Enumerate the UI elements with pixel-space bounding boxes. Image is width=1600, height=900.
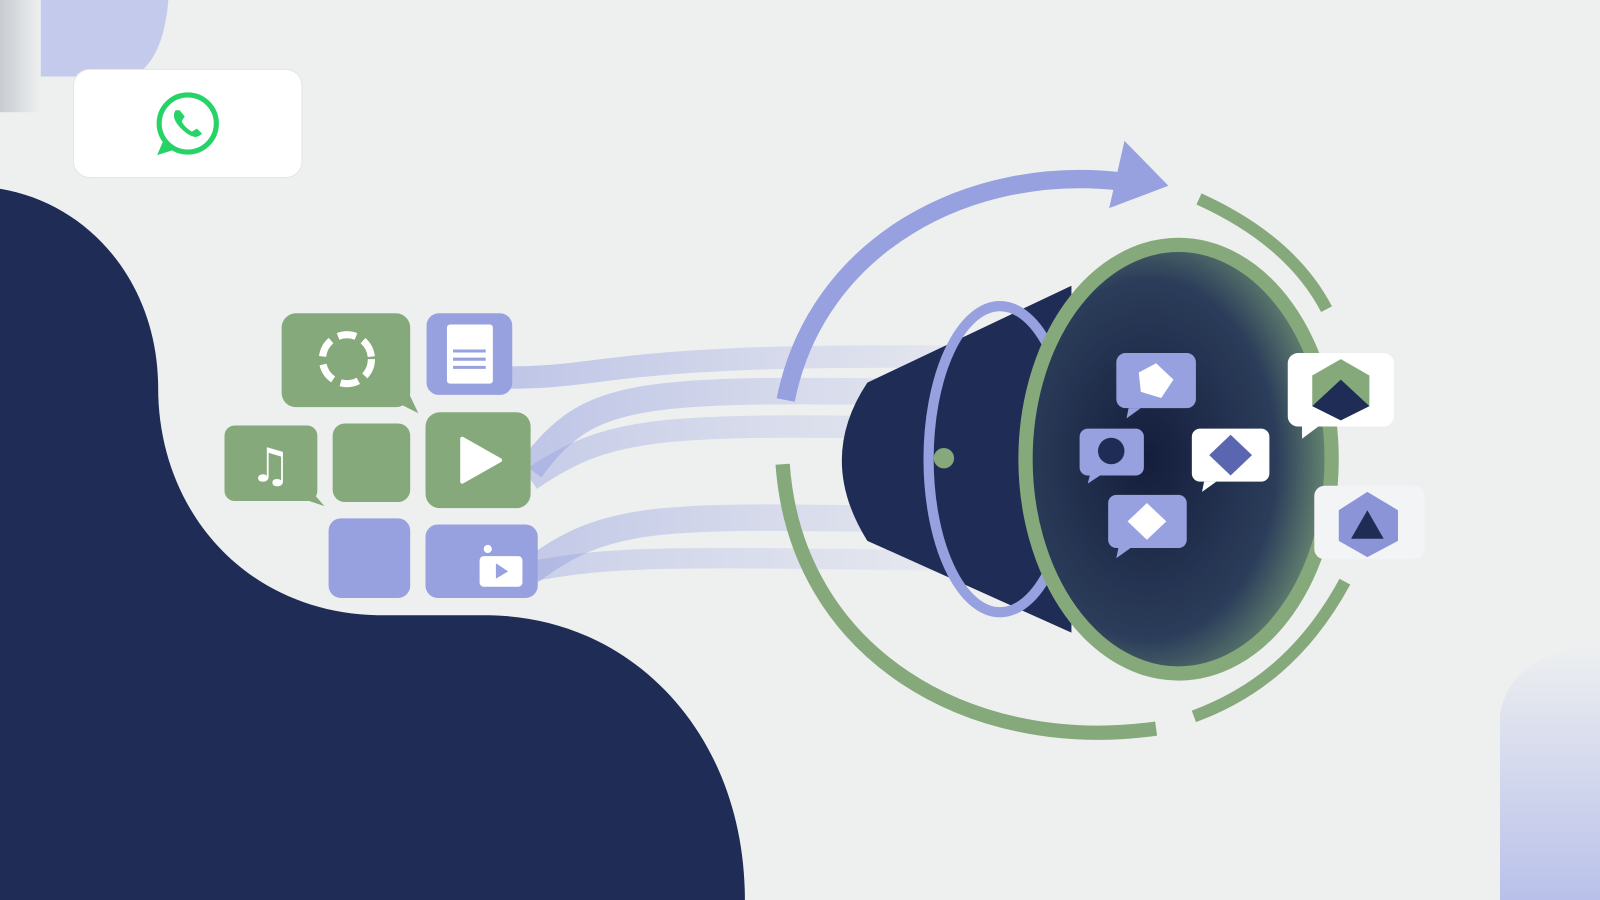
output-bubble	[1108, 494, 1187, 559]
megaphone	[841, 237, 1339, 681]
gem-icon	[1209, 434, 1253, 476]
corner-decoration	[0, 0, 41, 113]
play-icon	[460, 436, 503, 484]
green-arc	[1191, 578, 1351, 723]
output-bubble	[1116, 353, 1196, 419]
corner-decoration	[1500, 642, 1600, 900]
arrowhead-icon	[1109, 140, 1169, 209]
music-icon: ♫	[249, 439, 291, 494]
whatsapp-logo-card	[72, 68, 303, 179]
document-icon	[446, 324, 493, 384]
output-bubble	[1191, 428, 1270, 492]
media-tile-document	[426, 313, 513, 395]
media-tile-clip	[425, 524, 538, 598]
gem-icon	[1138, 363, 1174, 398]
media-tile-blank	[332, 423, 411, 503]
image-chat-icon	[318, 331, 375, 388]
output-bubble	[1314, 485, 1425, 560]
media-tile-image	[281, 313, 419, 414]
media-tile-video	[425, 412, 531, 509]
whatsapp-icon	[156, 92, 219, 156]
output-bubble	[1079, 428, 1144, 484]
navy-blob	[0, 188, 745, 900]
media-tile-blank	[328, 518, 411, 598]
output-bubble	[1287, 353, 1394, 439]
cycle-arrow	[776, 169, 1124, 402]
pie-icon	[1097, 437, 1125, 465]
green-arc	[1196, 193, 1332, 313]
corner-decoration	[40, 0, 169, 77]
green-arc	[775, 463, 1158, 740]
media-tile-music: ♫	[224, 425, 325, 507]
